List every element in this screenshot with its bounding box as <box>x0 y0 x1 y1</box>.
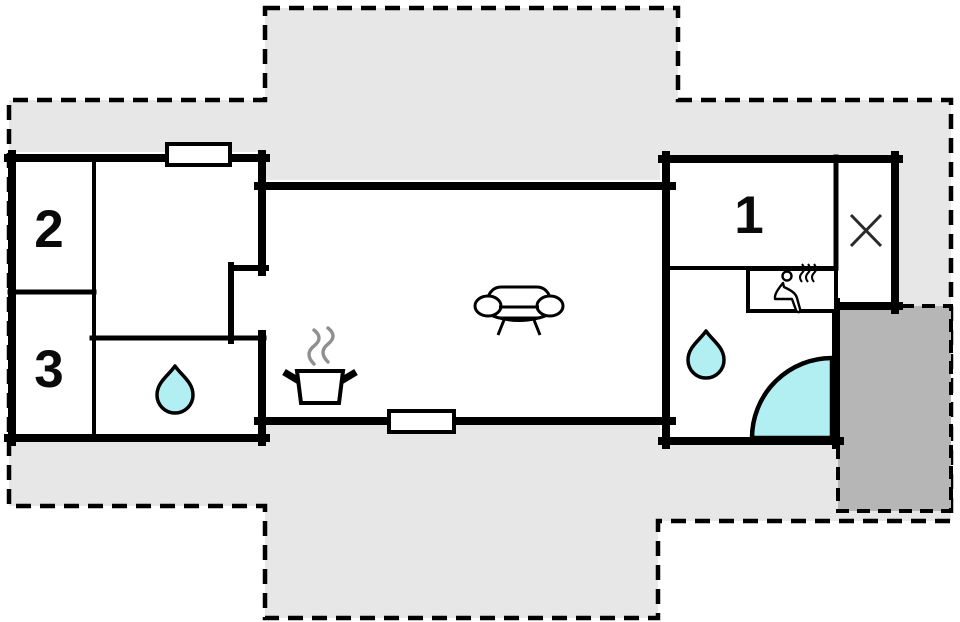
room-label-3: 3 <box>34 340 63 399</box>
steam-icon <box>307 326 335 366</box>
steam-icon <box>799 263 817 283</box>
walls <box>4 150 903 449</box>
x-mark-icon <box>849 213 883 248</box>
window-bottom <box>387 409 456 434</box>
cooking-pot-icon <box>282 326 358 405</box>
sauna-person-icon <box>773 263 817 314</box>
water-drop-icon <box>686 329 726 380</box>
room-label-2: 2 <box>34 200 63 259</box>
dark-patio <box>836 304 953 513</box>
room-label-1: 1 <box>734 186 763 245</box>
water-drop-icon <box>155 364 195 415</box>
windows <box>165 142 456 434</box>
sofa-icon <box>473 285 565 336</box>
shower-quarter-circle-icon <box>749 355 835 441</box>
window-top <box>165 142 232 167</box>
